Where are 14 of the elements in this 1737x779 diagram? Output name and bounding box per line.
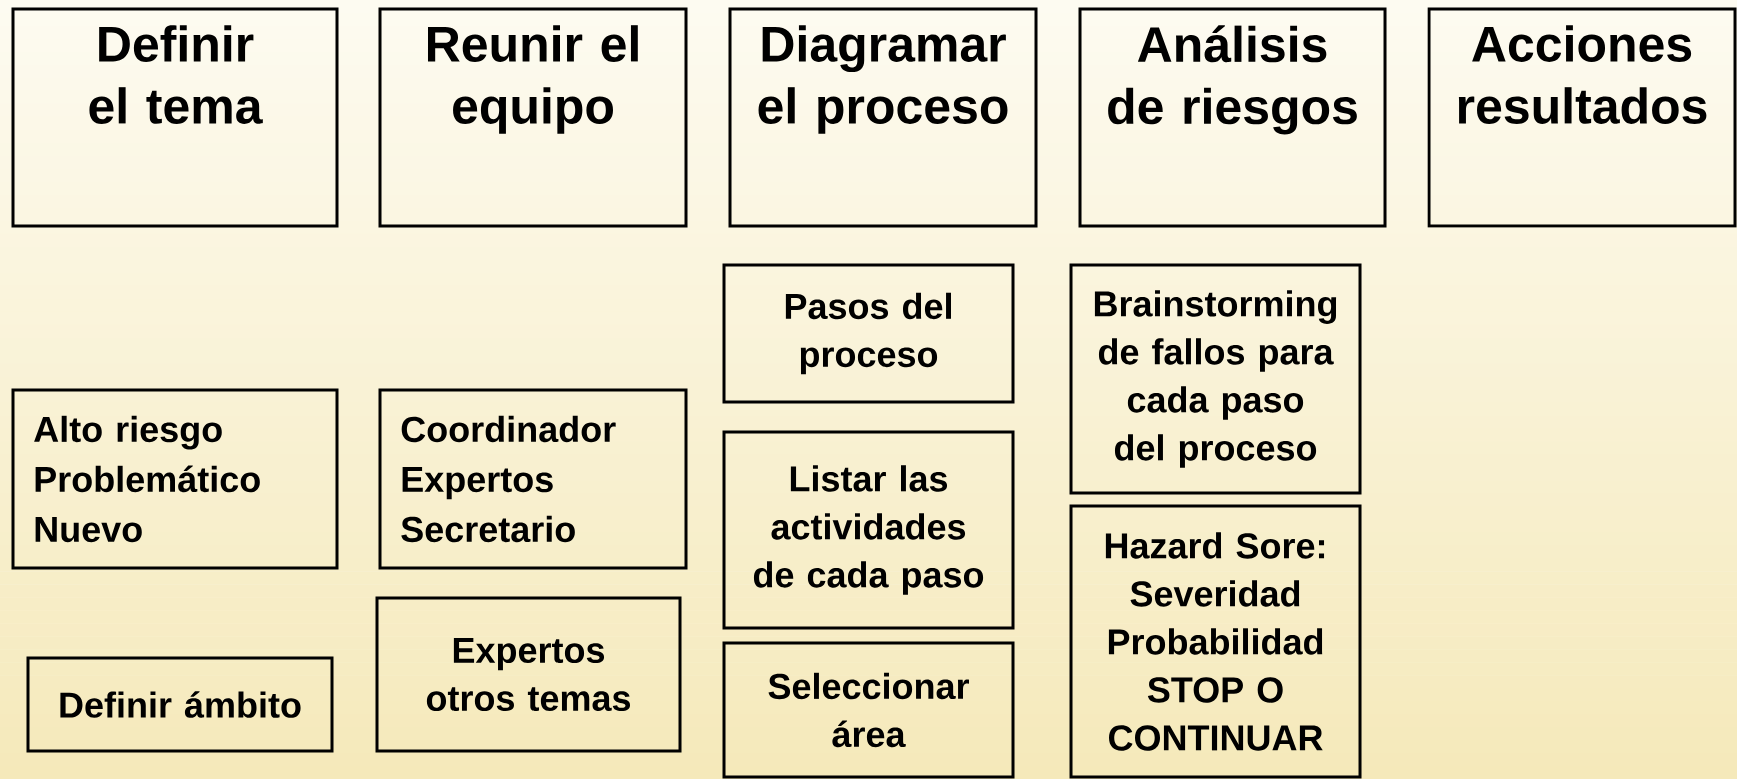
text-box: Definir ámbito: [26, 656, 334, 753]
heading-box: Análisis de riesgos: [1078, 7, 1387, 228]
text-box: Listar las actividades de cada paso: [722, 430, 1015, 630]
list-box: Coordinador Expertos Secretario: [378, 388, 688, 570]
heading-box: Reunir el equipo: [378, 7, 688, 228]
list-box: Alto riesgo Problemático Nuevo: [11, 388, 339, 570]
heading-box: Definir el tema: [11, 7, 339, 228]
heading-box: Acciones resultados: [1427, 7, 1737, 228]
text-box: Seleccionar área: [722, 641, 1015, 779]
heading-box: Diagramar el proceso: [728, 7, 1038, 228]
text-box: Hazard Sore: Severidad Probabilidad STOP O CONTINUAR: [1069, 504, 1362, 779]
text-box: Expertos otros temas: [375, 596, 682, 753]
text-box: Brainstorming de fallos para cada paso del proceso: [1069, 263, 1362, 495]
text-box: Pasos del proceso: [722, 263, 1015, 404]
